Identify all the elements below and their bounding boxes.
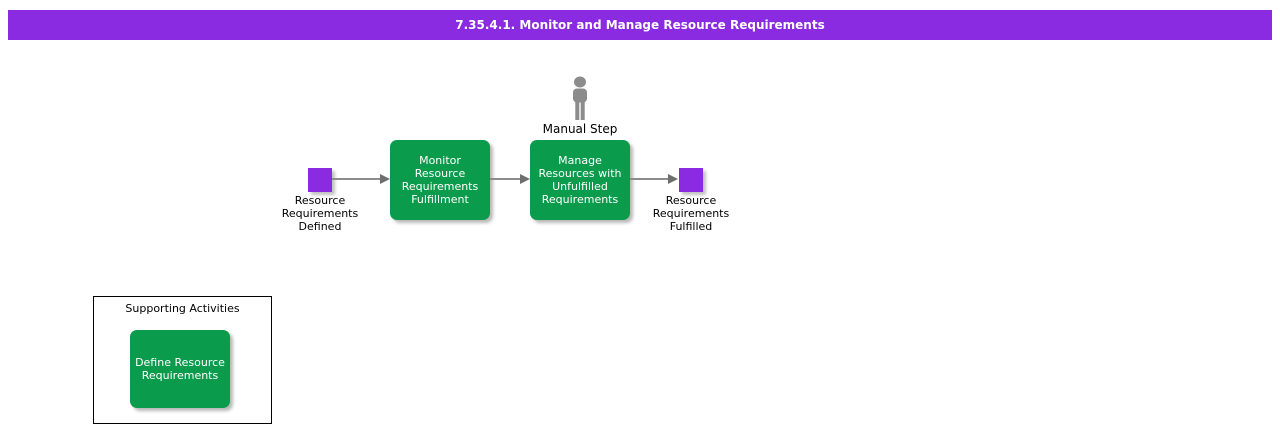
flow-arrow-line [332,178,382,180]
end-event-marker[interactable] [679,168,703,192]
end-event-label: Resource Requirements Fulfilled [652,194,730,233]
activity-monitor-resource-requirements-fulfillment[interactable]: Monitor Resource Requirements Fulfillmen… [390,140,490,220]
flow-arrow-head [380,174,390,184]
manual-step-person-icon [564,76,596,126]
start-event-label: Resource Requirements Defined [281,194,359,233]
flow-arrow-head [520,174,530,184]
supporting-activities-group: Supporting Activities Define Resource Re… [93,296,272,424]
diagram-title-bar: 7.35.4.1. Monitor and Manage Resource Re… [8,10,1272,40]
flow-arrow-line [630,178,670,180]
flow-arrow-head [668,174,678,184]
activity-manage-resources-with-unfulfilled-requirements[interactable]: Manage Resources with Unfulfilled Requir… [530,140,630,220]
manual-step-label: Manual Step [542,122,618,136]
start-event-marker[interactable] [308,168,332,192]
activity-define-resource-requirements[interactable]: Define Resource Requirements [130,330,230,408]
page-title: 7.35.4.1. Monitor and Manage Resource Re… [455,18,825,32]
supporting-activities-title: Supporting Activities [125,302,240,315]
flow-arrow-line [490,178,522,180]
